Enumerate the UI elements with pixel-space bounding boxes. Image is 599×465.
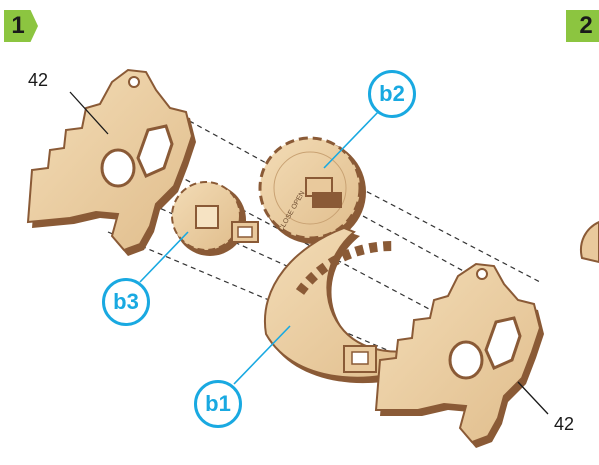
small-gear-part-b3: [171, 181, 259, 256]
callout-b3: b3: [102, 278, 150, 326]
large-gear-part-b2: CLOSE OPEN: [258, 136, 366, 244]
plate-part-42-left: [26, 68, 196, 256]
callout-b1: b1: [194, 380, 242, 428]
part-number-label-bottom: 42: [554, 414, 575, 434]
callout-b2: b2: [368, 70, 416, 118]
ratchet-part-b1: [263, 226, 432, 384]
plate-part-42-right: [374, 262, 544, 448]
partial-next-step-part: [580, 220, 599, 264]
step-1-badge: 1: [4, 10, 38, 42]
part-number-label-top: 42: [28, 70, 49, 90]
step-2-badge: 2: [566, 10, 599, 42]
callout-leaders: [139, 109, 381, 385]
leader-lines: [69, 91, 549, 415]
